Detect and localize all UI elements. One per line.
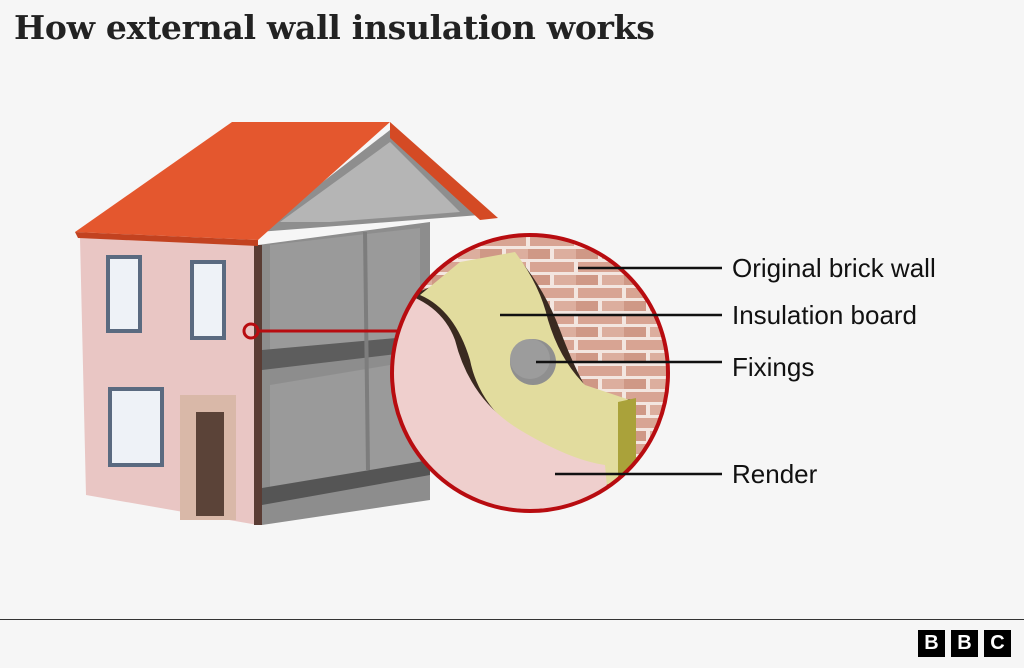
- roof: [75, 122, 390, 240]
- page-title: How external wall insulation works: [14, 8, 655, 47]
- logo-letter: B: [918, 630, 945, 657]
- label-leaders: [500, 266, 722, 476]
- label-fixings: Fixings: [732, 352, 815, 382]
- label-insulation-board: Insulation board: [732, 300, 918, 330]
- house-front: [80, 238, 262, 525]
- render-layer: [392, 290, 610, 511]
- magnifier-ring: [390, 233, 670, 513]
- logo-letter: B: [951, 630, 978, 657]
- house-interior: [258, 222, 430, 525]
- label-brick-wall: Original brick wall: [732, 253, 936, 283]
- bbc-logo: B B C: [918, 630, 1011, 657]
- label-render: Render: [732, 459, 818, 489]
- logo-letter: C: [984, 630, 1011, 657]
- footer-divider: [0, 619, 1024, 620]
